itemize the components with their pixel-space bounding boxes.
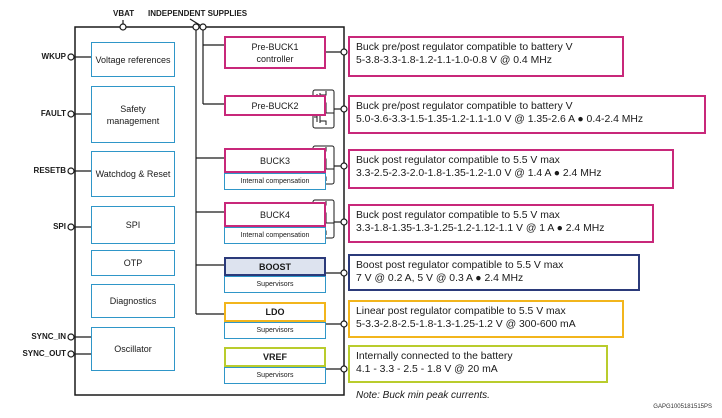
description-line: 3.3-2.5-2.3-2.0-1.8-1.35-1.2-1.0 V @ 1.4…	[356, 168, 602, 179]
pin-sync-out	[67, 350, 75, 358]
regulator-name: BOOST	[224, 257, 326, 276]
out-pin-2	[340, 105, 348, 113]
regulator-description-7: Internally connected to the battery 4.1 -…	[348, 345, 608, 383]
description-line: Linear post regulator compatible to 5.5 …	[356, 306, 566, 317]
pin-label-sync-out: SYNC_OUT	[22, 349, 66, 358]
description-line: 5.0-3.6-3.3-1.5-1.35-1.2-1.1-1.0 V @ 1.3…	[356, 114, 644, 125]
description-line: 4.1 - 3.3 - 2.5 - 1.8 V @ 20 mA	[356, 364, 498, 375]
description-line: Boost post regulator compatible to 5.5 V…	[356, 260, 564, 271]
supply-pin-2	[199, 23, 207, 31]
regulator-description-1: Buck pre/post regulator compatible to ba…	[348, 36, 624, 77]
out-pin-3	[340, 162, 348, 170]
regulator-name: LDO	[224, 302, 326, 322]
vbat-label: VBAT	[113, 9, 135, 18]
pin-label-spi: SPI	[53, 222, 66, 231]
footnote: Note: Buck min peak currents.	[356, 390, 490, 401]
pin-sync-in	[67, 333, 75, 341]
pin-spi	[67, 223, 75, 231]
figure-reference: GAPG1005181515PS	[653, 404, 712, 410]
regulator-description-4: Buck post regulator compatible to 5.5 V …	[348, 204, 654, 243]
block-voltage-references: Voltage references	[91, 42, 175, 77]
block-watchdog-reset: Watchdog & Reset	[91, 151, 175, 197]
pin-label-fault: FAULT	[40, 109, 66, 118]
regulator-name: Pre-BUCK1 controller	[224, 36, 326, 69]
description-line: 7 V @ 0.2 A, 5 V @ 0.3 A ● 2.4 MHz	[356, 273, 524, 284]
pin-wkup	[67, 53, 75, 61]
block-otp: OTP	[91, 250, 175, 276]
regulator-subtitle: Internal compensation	[224, 173, 326, 190]
regulator-2: Pre-BUCK2	[224, 95, 326, 116]
regulator-name: VREF	[224, 347, 326, 367]
regulator-name: Pre-BUCK2	[224, 95, 326, 116]
description-line: Buck pre/post regulator compatible to ba…	[356, 42, 573, 53]
regulator-subtitle: Internal compensation	[224, 227, 326, 244]
block-spi: SPI	[91, 206, 175, 244]
block-safety-management: Safety management	[91, 86, 175, 143]
out-pin-4	[340, 218, 348, 226]
block-diagnostics: Diagnostics	[91, 284, 175, 318]
regulator-name: BUCK4	[224, 202, 326, 227]
regulator-description-6: Linear post regulator compatible to 5.5 …	[348, 300, 624, 338]
out-pin-5	[340, 269, 348, 277]
regulator-subtitle: Supervisors	[224, 322, 326, 339]
regulator-description-3: Buck post regulator compatible to 5.5 V …	[348, 149, 674, 189]
out-pin-7	[340, 365, 348, 373]
regulator-description-2: Buck pre/post regulator compatible to ba…	[348, 95, 706, 134]
supply-pin-1	[192, 23, 200, 31]
independent-supplies-label: INDEPENDENT SUPPLIES	[148, 9, 248, 18]
description-line: Buck post regulator compatible to 5.5 V …	[356, 210, 560, 221]
out-pin-1	[340, 48, 348, 56]
regulator-description-5: Boost post regulator compatible to 5.5 V…	[348, 254, 640, 291]
out-pin-6	[340, 320, 348, 328]
description-line: Buck pre/post regulator compatible to ba…	[356, 101, 573, 112]
vbat-pin	[119, 23, 127, 31]
pin-resetb	[67, 167, 75, 175]
block-oscillator: Oscillator	[91, 327, 175, 371]
pin-label-wkup: WKUP	[41, 52, 66, 61]
description-line: 3.3-1.8-1.35-1.3-1.25-1.2-1.12-1.1 V @ 1…	[356, 223, 605, 234]
pin-label-sync-in: SYNC_IN	[31, 332, 66, 341]
regulator-name: BUCK3	[224, 148, 326, 173]
pin-label-resetb: RESETB	[33, 166, 66, 175]
description-line: Internally connected to the battery	[356, 351, 513, 362]
regulator-subtitle: Supervisors	[224, 367, 326, 384]
pin-fault	[67, 110, 75, 118]
regulator-subtitle: Supervisors	[224, 276, 326, 293]
description-line: 5-3.8-3.3-1.8-1.2-1.1-1.0-0.8 V @ 0.4 MH…	[356, 55, 552, 66]
description-line: 5-3.3-2.8-2.5-1.8-1.3-1.25-1.2 V @ 300-6…	[356, 319, 576, 330]
description-line: Buck post regulator compatible to 5.5 V …	[356, 155, 560, 166]
regulator-1: Pre-BUCK1 controller	[224, 36, 326, 69]
